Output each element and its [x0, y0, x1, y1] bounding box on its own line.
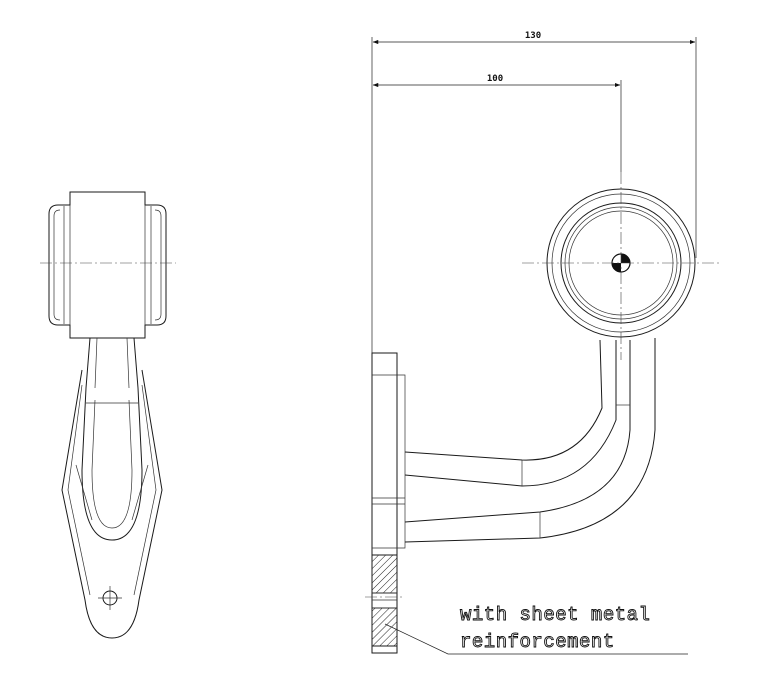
annotation-line-1: with sheet metal — [460, 604, 650, 626]
front-view — [365, 37, 722, 654]
dimension-overall: 130 — [525, 31, 541, 41]
dimension-center: 100 — [487, 74, 503, 84]
side-view — [40, 191, 176, 639]
annotation-leader — [384, 623, 688, 655]
annotation-line-2: reinforcement — [460, 631, 615, 653]
